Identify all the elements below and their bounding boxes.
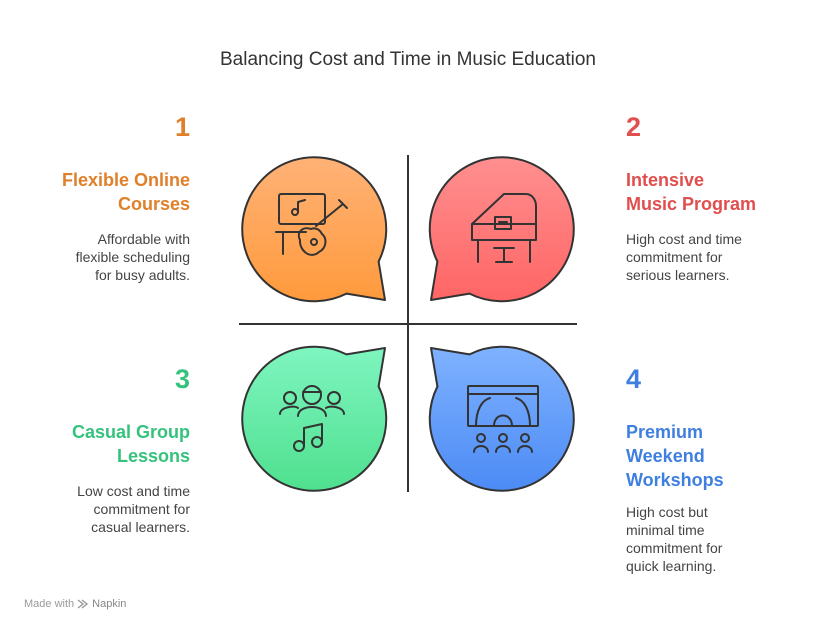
quadrant-1-heading-line: Courses xyxy=(117,194,190,214)
quadrant-3-desc-line: commitment for xyxy=(93,501,190,517)
quadrant-3-description: Low cost and time commitment for casual … xyxy=(77,482,190,536)
quadrant-4-heading-line: Premium xyxy=(626,422,704,442)
quadrant-4-desc-line: High cost but xyxy=(626,504,708,520)
quadrant-3-number: 3 xyxy=(174,364,190,394)
quadrant-2-number: 2 xyxy=(626,112,642,142)
quadrant-4-bubble xyxy=(428,345,575,492)
footer-prefix: Made with xyxy=(24,598,75,610)
quadrant-4-desc-line: commitment for xyxy=(626,540,723,556)
quadrant-2-desc-line: commitment for xyxy=(626,249,723,265)
quadrant-3-heading-line: Casual Group xyxy=(71,422,190,442)
quadrant-2-heading-line: Music Program xyxy=(626,194,757,214)
quadrant-1-heading: Flexible Online Courses xyxy=(62,168,190,216)
quadrant-4-desc-line: quick learning. xyxy=(626,558,717,574)
quadrant-3-bubble xyxy=(241,345,388,492)
quadrant-4-desc-line: minimal time xyxy=(626,522,705,538)
quadrant-1-description: Affordable with flexible scheduling for … xyxy=(76,230,190,284)
quadrant-4-heading: Premium Weekend Workshops xyxy=(626,420,724,492)
quadrant-1-bubble xyxy=(241,156,388,303)
quadrant-3-heading-line: Lessons xyxy=(116,446,190,466)
quadrant-2-bubble xyxy=(428,156,575,303)
quadrant-3-desc-line: Low cost and time xyxy=(77,483,190,499)
grand-piano-icon xyxy=(471,193,537,263)
quadrant-4-number: 4 xyxy=(626,364,642,394)
online-guitar-lesson-icon xyxy=(275,193,348,256)
quadrant-3-desc-line: casual learners. xyxy=(91,519,190,535)
quadrant-2-desc-line: serious learners. xyxy=(626,267,730,283)
quadrant-1-heading-line: Flexible Online xyxy=(61,170,190,190)
quadrant-1-desc-line: flexible scheduling xyxy=(75,249,190,265)
quadrant-4-heading-line: Workshops xyxy=(626,470,724,490)
napkin-logo-icon xyxy=(77,599,89,609)
quadrant-2-heading-line: Intensive xyxy=(626,170,705,190)
stage-audience-icon xyxy=(467,385,539,453)
quadrant-4-heading-line: Weekend xyxy=(626,446,705,466)
footer-watermark: Made with Napkin xyxy=(24,598,126,610)
quadrant-1-number: 1 xyxy=(174,112,190,142)
quadrant-2-desc-line: High cost and time xyxy=(626,231,742,247)
quadrant-3-heading: Casual Group Lessons xyxy=(72,420,190,468)
group-music-icon xyxy=(279,385,345,452)
footer-brand: Napkin xyxy=(92,598,127,610)
quadrant-1-desc-line: for busy adults. xyxy=(95,267,190,283)
quadrant-4-description: High cost but minimal time commitment fo… xyxy=(626,503,722,575)
quadrant-2-heading: Intensive Music Program xyxy=(626,168,756,216)
quadrant-2-description: High cost and time commitment for seriou… xyxy=(626,230,742,284)
quadrant-1-desc-line: Affordable with xyxy=(97,231,190,247)
page-title: Balancing Cost and Time in Music Educati… xyxy=(220,49,596,70)
